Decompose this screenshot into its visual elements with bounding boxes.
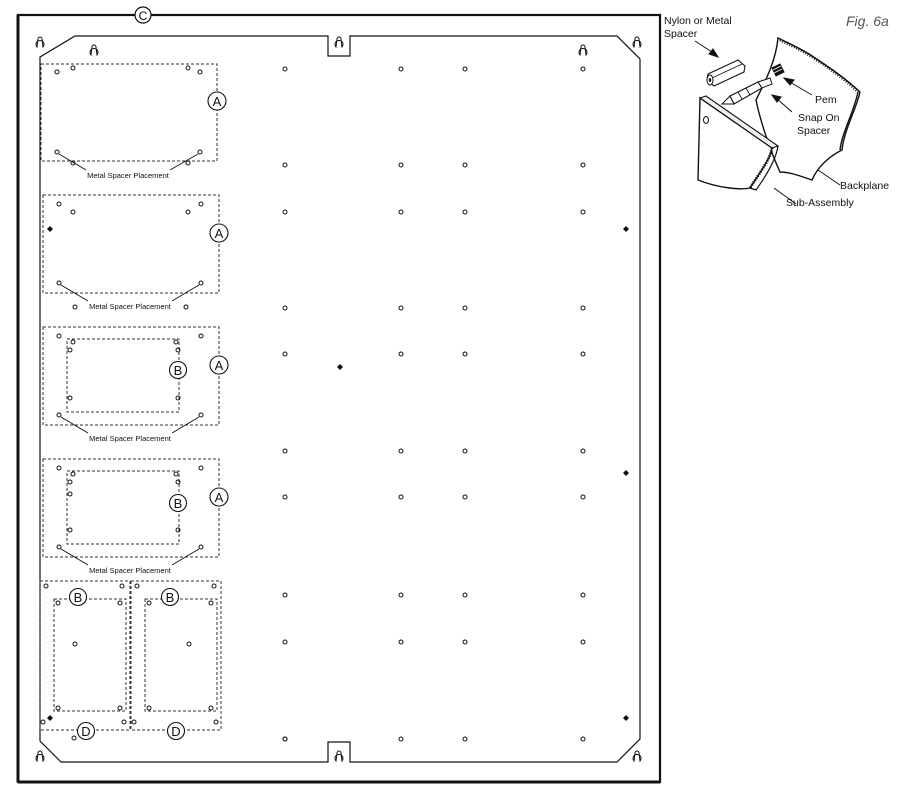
mounting-hole bbox=[282, 639, 288, 645]
keyhole-slots bbox=[35, 36, 642, 763]
mounting-hole bbox=[282, 592, 288, 598]
spacer-placement-label-4: Metal Spacer Placement bbox=[89, 566, 172, 575]
mounting-hole bbox=[580, 448, 586, 454]
inset-snap-spacer bbox=[720, 77, 773, 105]
mounting-hole bbox=[398, 639, 404, 645]
mounting-hole bbox=[580, 66, 586, 72]
mounting-hole bbox=[462, 448, 468, 454]
pem-label: Pem bbox=[815, 94, 837, 106]
mounting-hole bbox=[580, 494, 586, 500]
mounting-hole bbox=[462, 305, 468, 311]
mounting-hole bbox=[462, 494, 468, 500]
callout-a1: A bbox=[213, 94, 222, 109]
zone-bd-left: B D bbox=[39, 580, 131, 741]
callout-a2: A bbox=[215, 226, 224, 241]
keyhole-slot bbox=[632, 36, 642, 49]
spacer-placement-label-3: Metal Spacer Placement bbox=[89, 434, 172, 443]
mounting-hole bbox=[282, 351, 288, 357]
nylon-spacer-label-line1: Nylon or Metal bbox=[664, 15, 732, 27]
zone-a2: A Metal Spacer Placement bbox=[42, 194, 229, 311]
inset-pem bbox=[771, 63, 785, 77]
backplane-label: Backplane bbox=[840, 180, 889, 192]
callout-d2: D bbox=[171, 724, 180, 739]
mounting-hole bbox=[580, 592, 586, 598]
keyhole-slot bbox=[334, 36, 344, 49]
mounting-hole bbox=[462, 66, 468, 72]
inset-illustration: Nylon or Metal Spacer Pem Snap On Spacer… bbox=[664, 15, 889, 209]
mounting-hole bbox=[398, 66, 404, 72]
diamond-marker bbox=[47, 715, 53, 721]
mounting-hole bbox=[282, 66, 288, 72]
mounting-hole bbox=[398, 448, 404, 454]
keyhole-slot bbox=[334, 750, 344, 763]
callout-a3: A bbox=[215, 358, 224, 373]
mounting-hole bbox=[580, 162, 586, 168]
callout-b1: B bbox=[174, 363, 183, 378]
diamond-markers bbox=[47, 226, 629, 721]
zone-a4: B A Metal Spacer Placement bbox=[42, 458, 229, 575]
mounting-hole bbox=[398, 209, 404, 215]
mounting-hole bbox=[580, 351, 586, 357]
inset-nylon-spacer bbox=[706, 59, 746, 87]
mounting-hole bbox=[398, 305, 404, 311]
mounting-hole bbox=[580, 639, 586, 645]
mounting-hole bbox=[282, 736, 288, 742]
mounting-hole bbox=[398, 494, 404, 500]
zone-a3: B A Metal Spacer Placement bbox=[42, 326, 229, 443]
snap-spacer-label-line1: Snap On bbox=[798, 112, 840, 124]
spacer-placement-label-1: Metal Spacer Placement bbox=[87, 171, 170, 180]
nylon-spacer-label-line2: Spacer bbox=[664, 28, 698, 40]
mounting-hole bbox=[580, 209, 586, 215]
mounting-hole bbox=[186, 641, 192, 647]
mounting-hole bbox=[398, 736, 404, 742]
mounting-hole bbox=[580, 305, 586, 311]
spacer-placement-label-2: Metal Spacer Placement bbox=[89, 302, 172, 311]
diamond-marker bbox=[623, 226, 629, 232]
keyhole-slot bbox=[632, 750, 642, 763]
callout-d1: D bbox=[81, 724, 90, 739]
mounting-hole bbox=[462, 736, 468, 742]
snap-spacer-label-line2: Spacer bbox=[797, 125, 831, 137]
keyhole-slot bbox=[578, 44, 588, 57]
zone-a1: A Metal Spacer Placement bbox=[40, 63, 227, 180]
mounting-hole bbox=[282, 162, 288, 168]
diamond-marker bbox=[337, 364, 343, 370]
callout-c: C bbox=[134, 6, 152, 24]
callout-a4: A bbox=[215, 490, 224, 505]
mounting-hole bbox=[398, 592, 404, 598]
mounting-holes bbox=[71, 66, 586, 742]
mounting-hole bbox=[462, 639, 468, 645]
diamond-marker bbox=[623, 470, 629, 476]
mounting-hole bbox=[282, 305, 288, 311]
callout-b2: B bbox=[174, 496, 183, 511]
mounting-hole bbox=[398, 162, 404, 168]
enclosure-outer-frame bbox=[16, 13, 662, 784]
keyhole-slot bbox=[35, 36, 45, 49]
mounting-hole bbox=[71, 735, 77, 741]
mounting-hole bbox=[282, 448, 288, 454]
backplane-outline bbox=[39, 35, 641, 763]
mounting-hole bbox=[462, 592, 468, 598]
mounting-hole bbox=[72, 641, 78, 647]
diamond-marker bbox=[47, 226, 53, 232]
keyhole-slot bbox=[35, 750, 45, 763]
figure-label: Fig. 6a bbox=[846, 13, 889, 29]
keyhole-slot bbox=[89, 44, 99, 57]
mounting-hole bbox=[282, 209, 288, 215]
mounting-hole bbox=[580, 736, 586, 742]
callout-b3: B bbox=[74, 590, 83, 605]
diamond-marker bbox=[623, 715, 629, 721]
sub-assembly-label: Sub-Assembly bbox=[786, 197, 854, 209]
mounting-hole bbox=[282, 494, 288, 500]
callout-b4: B bbox=[166, 590, 175, 605]
mounting-hole bbox=[462, 162, 468, 168]
inset-backplane-sheet bbox=[755, 36, 861, 181]
mounting-hole bbox=[462, 209, 468, 215]
callout-c-label: C bbox=[139, 9, 148, 23]
mounting-hole bbox=[462, 351, 468, 357]
mounting-hole bbox=[398, 351, 404, 357]
zone-bd-right: B D bbox=[130, 580, 222, 741]
